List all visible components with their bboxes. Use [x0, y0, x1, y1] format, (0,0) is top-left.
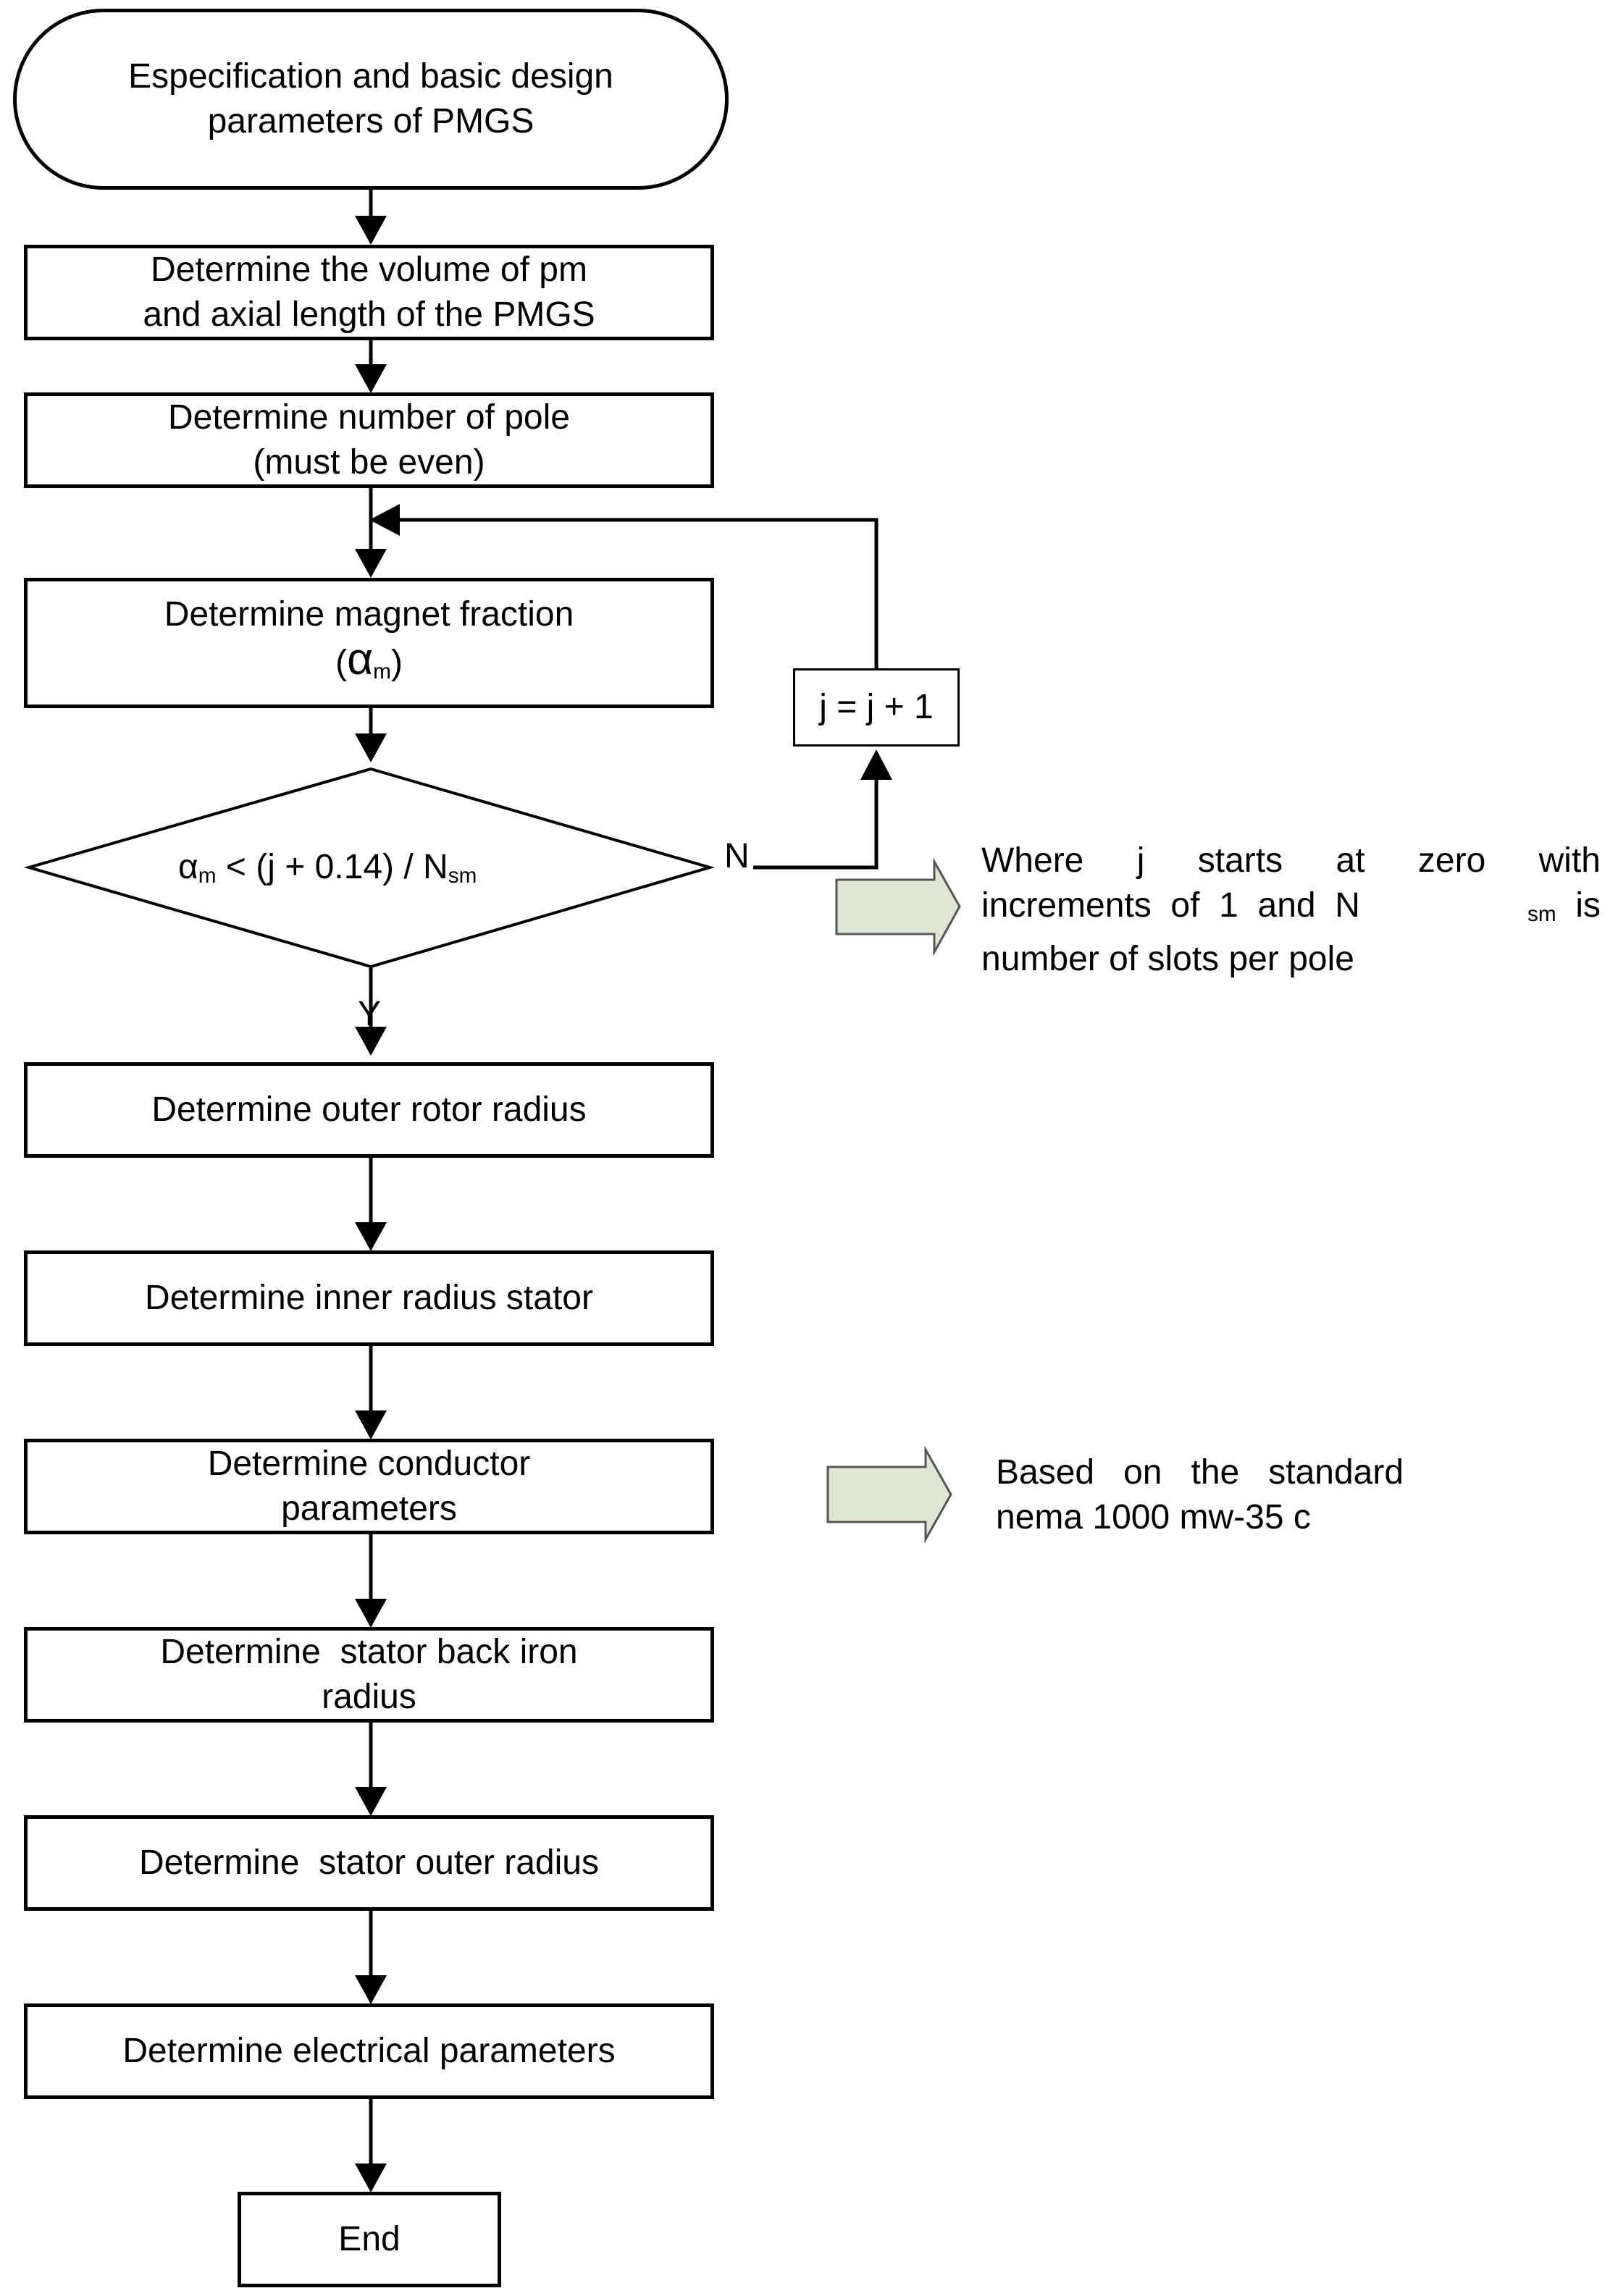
- step-inner-stator-label: Determine inner radius stator: [145, 1279, 593, 1317]
- end-label: End: [338, 2220, 401, 2258]
- step-back-iron-line-1: Determine stator back iron: [160, 1633, 578, 1671]
- loop-note: Where j starts at zero with increments o…: [981, 838, 1601, 982]
- conductor-note-line-2: nema 1000 mw-35 c: [996, 1498, 1311, 1536]
- step-volume-line-2: and axial length of the PMGS: [143, 295, 595, 334]
- loop-note-line-2-a: increments of 1 and N: [981, 886, 1360, 925]
- step-conductor-line-1: Determine conductor: [207, 1445, 531, 1483]
- note-arrow-conductor: [826, 1445, 952, 1544]
- step-back-iron-line-2: radius: [322, 1678, 416, 1716]
- note-arrow-loop: [835, 857, 961, 956]
- alpha-symbol: α: [347, 634, 374, 684]
- start-terminal: Especification and basic design paramete…: [13, 9, 729, 190]
- step-inner-stator: Determine inner radius stator: [24, 1250, 714, 1346]
- step-stator-outer: Determine stator outer radius: [24, 1815, 714, 1911]
- loop-note-line-2-b: is: [1556, 886, 1601, 925]
- loop-note-nsm-sub: sm: [1527, 901, 1556, 926]
- step-outer-rotor-label: Determine outer rotor radius: [151, 1090, 587, 1129]
- decision-no-label: N: [724, 837, 750, 875]
- step-outer-rotor: Determine outer rotor radius: [24, 1062, 714, 1158]
- step-increment-j: j = j + 1: [793, 668, 960, 747]
- step-conductor: Determine conductor parameters: [24, 1439, 714, 1534]
- start-line-2: parameters of PMGS: [207, 102, 534, 140]
- conductor-note-line-1: Based on the standard: [996, 1453, 1404, 1492]
- loop-note-line-1: Where j starts at zero with: [981, 841, 1601, 880]
- end-terminal: End: [238, 2192, 501, 2287]
- step-electrical-label: Determine electrical parameters: [122, 2032, 616, 2070]
- connector-loop-back: [398, 518, 879, 708]
- step-volume: Determine the volume of pm and axial len…: [24, 245, 714, 340]
- start-line-1: Especification and basic design: [128, 57, 613, 96]
- conductor-note: Based on the standard nema 1000 mw-35 c: [996, 1450, 1488, 1540]
- decision-alpha-sub: m: [198, 863, 217, 888]
- step-poles: Determine number of pole (must be even): [24, 392, 714, 488]
- alpha-subscript: m: [373, 659, 391, 684]
- step-magnet-line-1: Determine magnet fraction: [164, 594, 574, 634]
- loop-note-line-2: increments of 1 and N sm is: [981, 883, 1601, 937]
- decision-yes-label: Y: [358, 995, 382, 1033]
- step-electrical: Determine electrical parameters: [24, 2003, 714, 2099]
- connector-no-branch: [753, 778, 879, 870]
- step-magnet-line-2: (αm): [335, 634, 403, 684]
- decision-diamond: [23, 767, 716, 969]
- arrowheads: [355, 216, 892, 2192]
- step-poles-line-1: Determine number of pole: [168, 398, 570, 437]
- step-volume-line-1: Determine the volume of pm: [151, 251, 587, 289]
- increment-label: j = j + 1: [819, 688, 934, 726]
- loop-note-line-3: number of slots per pole: [981, 939, 1354, 978]
- loop-note-line-2-tail: sm is: [1527, 883, 1601, 937]
- step-stator-outer-label: Determine stator outer radius: [139, 1843, 599, 1882]
- decision-rest: < (j + 0.14) / N: [216, 848, 448, 886]
- step-magnet-fraction: Determine magnet fraction (αm): [24, 578, 714, 708]
- decision-alpha: α: [178, 848, 198, 886]
- step-conductor-line-2: parameters: [281, 1489, 457, 1528]
- decision-condition: αm < (j + 0.14) / Nsm: [178, 845, 584, 899]
- step-poles-line-2: (must be even): [253, 443, 485, 482]
- step-back-iron: Determine stator back iron radius: [24, 1627, 714, 1723]
- decision-n-sub: sm: [448, 863, 477, 888]
